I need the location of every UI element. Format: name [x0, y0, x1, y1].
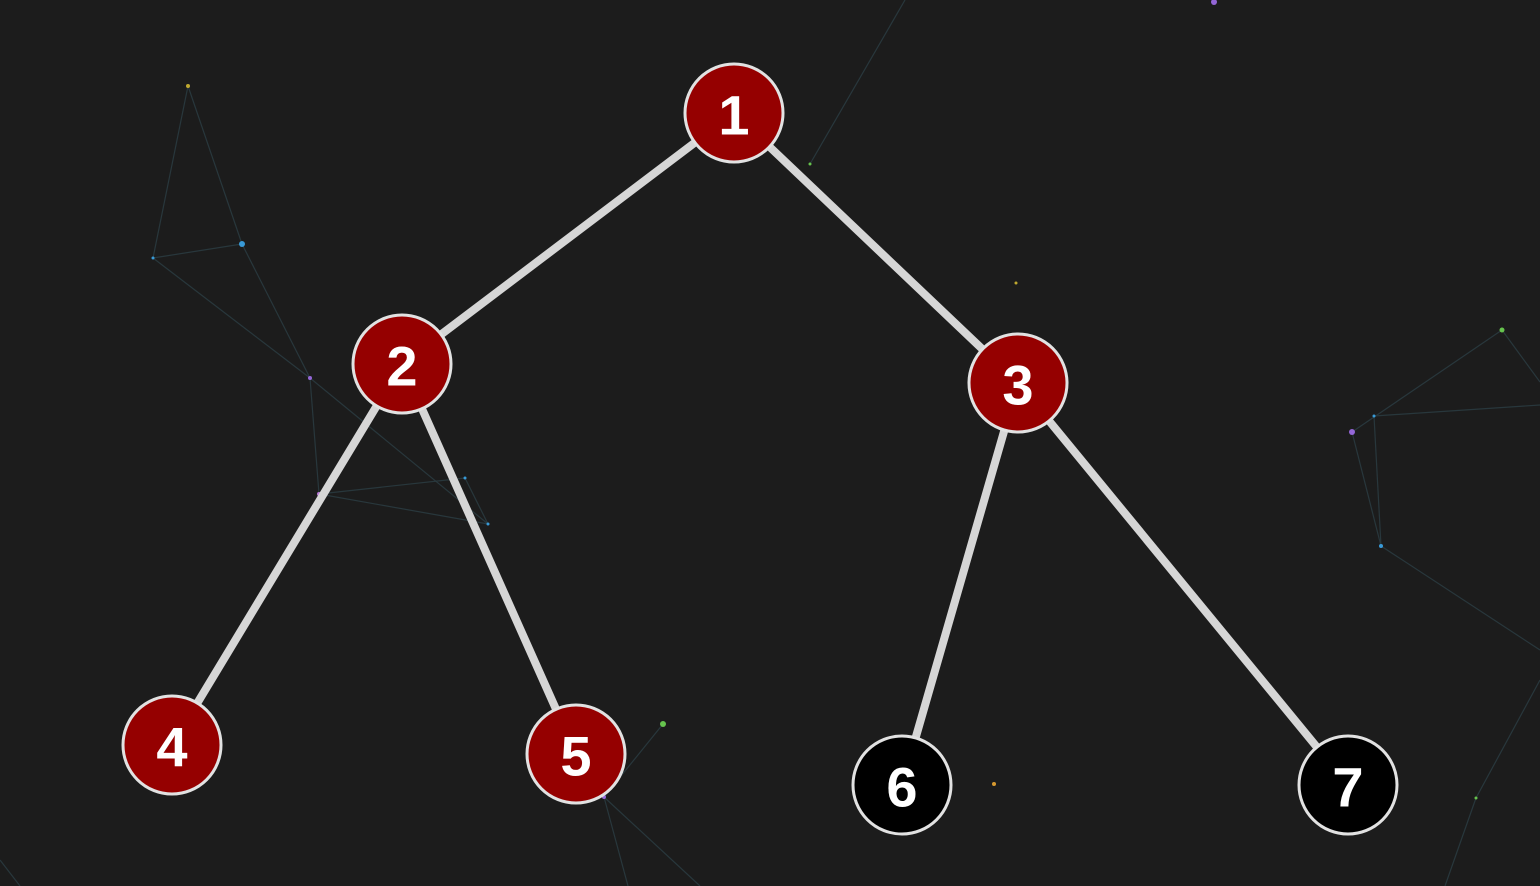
- node-circle-4[interactable]: [121, 694, 223, 796]
- tree-node-6[interactable]: 6: [851, 734, 953, 836]
- node-circle-2[interactable]: [351, 313, 453, 415]
- node-circle-3[interactable]: [967, 332, 1069, 434]
- node-circle-7[interactable]: [1297, 734, 1399, 836]
- tree-node-3[interactable]: 3: [967, 332, 1069, 434]
- node-circle-6[interactable]: [851, 734, 953, 836]
- tree-node-5[interactable]: 5: [525, 703, 627, 805]
- edge-3-7: [1014, 379, 1352, 789]
- edge-2-5: [398, 360, 580, 758]
- tree-node-1[interactable]: 1: [683, 62, 785, 164]
- edge-1-3: [730, 109, 1022, 387]
- tree-node-2[interactable]: 2: [351, 313, 453, 415]
- tree-edges: [168, 109, 1352, 789]
- tree-node-4[interactable]: 4: [121, 694, 223, 796]
- node-circle-1[interactable]: [683, 62, 785, 164]
- edge-3-6: [898, 379, 1022, 789]
- node-circle-5[interactable]: [525, 703, 627, 805]
- tree-node-7[interactable]: 7: [1297, 734, 1399, 836]
- edge-1-2: [398, 109, 738, 368]
- edge-2-4: [168, 360, 406, 749]
- tree-nodes: 1 2 3 4 5 6 7: [121, 62, 1399, 836]
